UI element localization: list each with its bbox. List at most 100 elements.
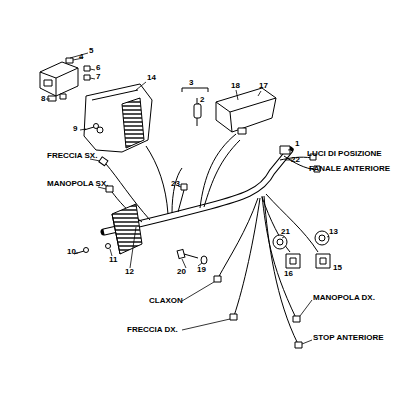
harness-bundle [178,190,184,212]
leader-line [90,69,95,70]
leader-line [110,249,112,256]
wire-connector [293,316,300,322]
part-label: FRECCIA SX. [46,152,98,160]
callout-number: 6 [95,64,101,72]
switch [319,235,325,241]
callout-number: 8 [40,95,46,103]
relay-plate [84,84,152,152]
callout-number: 14 [146,74,157,82]
callout-number: 21 [280,228,291,236]
part-label: FANALE ANTERIORE [308,165,391,173]
switch [320,258,326,264]
junction-box [216,88,276,132]
fuse-part [194,104,201,118]
junction-box [216,98,276,112]
harness-bundle [234,198,260,316]
relay-plate [84,84,152,152]
leader-line [285,160,292,161]
harness-illustration [40,53,330,348]
fuse-box [84,66,90,71]
screw [84,127,94,130]
leader-line [282,237,284,238]
switch [316,254,330,268]
screw [106,244,111,249]
leader-line [300,300,312,316]
switch-plate [112,214,120,254]
harness-bundle [200,134,236,208]
wire-connector [99,146,320,348]
part-label: MANOPOLA SX. [46,180,109,188]
relay-plate [122,98,144,148]
switch [290,258,296,264]
fuse-part [197,118,198,126]
junction-box [238,128,246,134]
callout-number: 15 [332,264,343,272]
callout-number: 3 [188,79,194,87]
switch [315,231,329,245]
harness-bundle [104,134,318,344]
fuse-box [56,78,57,96]
part-label: MANOPOLA DX. [312,294,376,302]
screw [74,244,111,255]
bolt [201,256,207,264]
switch [277,239,283,245]
harness-bundle [218,198,258,278]
wire-connector [295,342,302,348]
part-label: STOP ANTERIORE [312,334,385,342]
callout-number: 17 [258,82,269,90]
leader-line [46,53,329,344]
harness-bundle [266,194,318,252]
leader-line [288,149,294,150]
callout-number: 23 [170,180,181,188]
callout-number: 22 [290,156,301,164]
leader-line [136,82,146,90]
callout-number: 5 [88,47,94,55]
fuse-box [40,62,78,96]
callout-number: 11 [108,256,118,264]
part-label: LUCI DI POSIZIONE [306,150,383,158]
leader-line [76,253,78,254]
relay-plate [92,90,138,100]
leader-line [198,103,199,104]
leader-line [302,340,312,344]
harness-bundle [204,140,240,207]
wire-connector [214,276,221,282]
leader-line [182,259,186,268]
bolt [177,249,185,258]
leader-line [182,282,214,301]
leader-line [80,129,86,130]
fuse-box [66,58,73,63]
switch [286,254,300,268]
callout-number: 19 [196,266,207,274]
leader-line [258,91,261,96]
switch-plate [112,204,142,254]
callout-number: 10 [66,248,77,256]
callout-number: 20 [176,268,187,276]
fuse-box [40,68,78,78]
switch [273,235,287,249]
bolt [177,249,207,264]
junction-box [216,88,276,134]
screw [84,248,89,253]
bolt [184,254,198,258]
leader-line [236,90,238,100]
callout-number: 18 [230,82,241,90]
fuse-part [197,98,198,104]
callout-number: 2 [199,96,205,104]
screw [84,124,99,131]
screw [94,124,99,129]
part-label: FRECCIA DX. [126,326,179,334]
leader-line [130,227,136,268]
callout-number: 13 [328,228,339,236]
harness-bundle [172,168,182,213]
part-label: CLAXON [148,297,184,305]
wire-connector [99,157,108,166]
fuse-part [182,88,208,126]
wire-connector [230,314,237,320]
fuse-box [40,58,90,101]
switch [273,231,330,268]
callout-number: 16 [283,270,294,278]
callout-number: 4 [78,53,84,61]
leader-line [46,99,50,100]
